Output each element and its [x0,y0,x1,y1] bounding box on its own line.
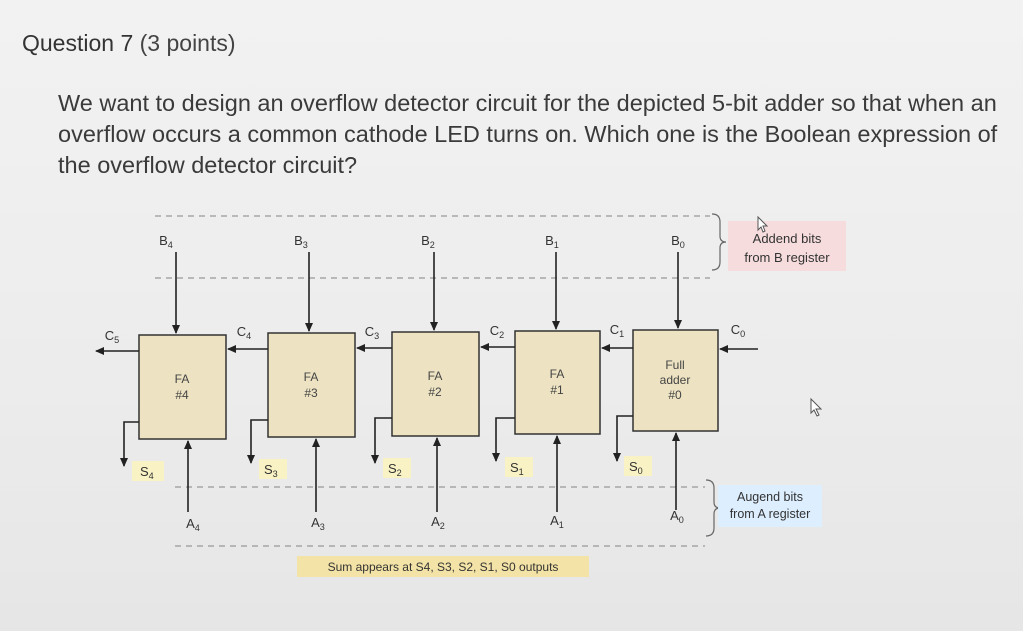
s3-label: S3 [264,462,278,479]
pointer-cursor-icon [810,397,823,417]
b-register-bounds [155,215,710,279]
b1-label: B1 [545,233,559,250]
mouse-cursor-icon [757,215,769,233]
b4-label: B4 [159,233,173,250]
adder-4-number: #4 [175,388,189,402]
question-points: (3 points) [139,30,236,56]
c1-label: C1 [610,322,624,339]
s2-label: S2 [388,461,402,478]
c0-label: C0 [731,322,745,339]
b3-label: B3 [294,233,308,250]
sum-label-boxes [132,456,652,481]
adder-0-label-1: Full [665,358,684,372]
adder-1-number: #1 [550,383,564,397]
a-input-arrows [184,432,680,512]
question-header: Question 7 (3 points) [22,30,236,57]
a2-label: A2 [431,514,445,531]
adder-2-number: #2 [428,385,442,399]
question-text: We want to design an overflow detector c… [58,90,998,178]
adder-0-label-2: adder [660,373,691,387]
carry-arrows [95,343,758,355]
augend-brace [705,479,721,537]
adder-4-label: FA [175,372,190,386]
c4-label: C4 [237,324,251,341]
augend-label-line2: from A register [730,507,811,521]
s4-label: S4 [140,464,154,481]
addend-label-box [728,221,846,271]
c5-label: C5 [105,328,119,345]
b-input-arrows [172,252,682,334]
b2-label: B2 [421,233,435,250]
a3-label: A3 [311,515,325,532]
a4-label: A4 [186,516,200,533]
adder-2-label: FA [428,369,443,383]
addend-brace [711,213,727,271]
adder-3-number: #3 [304,386,318,400]
question-title: Question 7 [22,30,134,56]
s0-label: S0 [629,459,643,476]
a0-label: A0 [670,508,684,525]
addend-label-line1: Addend bits [753,231,822,246]
adder-0-number: #0 [668,388,682,402]
adder-blocks [138,329,719,440]
adder-1-label: FA [550,367,565,381]
full-adder-0 [632,329,719,432]
sum-caption-box [297,556,589,577]
sum-caption: Sum appears at S4, S3, S2, S1, S0 output… [328,560,559,574]
sum-output-lines [120,415,633,467]
augend-label-line1: Augend bits [737,490,803,504]
full-adder-4 [138,334,227,440]
c3-label: C3 [365,324,379,341]
a-register-bounds [175,486,705,547]
full-adder-2 [391,331,480,437]
adder-3-label: FA [304,370,319,384]
augend-label-box [718,485,822,527]
addend-label-line2: from B register [744,250,830,265]
c2-label: C2 [490,323,504,340]
s1-label: S1 [510,460,524,477]
a1-label: A1 [550,513,564,530]
full-adder-1 [514,330,601,435]
b0-label: B0 [671,233,685,250]
full-adder-3 [267,332,356,438]
